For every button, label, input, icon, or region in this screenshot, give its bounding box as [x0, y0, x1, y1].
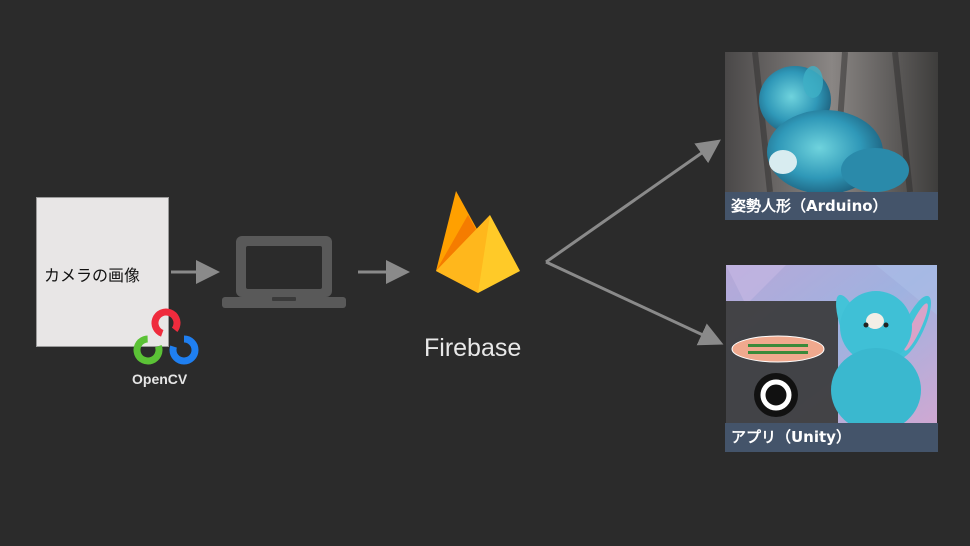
camera-image-label: カメラの画像: [44, 266, 141, 285]
app-caption: アプリ（Unity）: [725, 423, 938, 452]
firebase-logo-icon: [436, 191, 520, 293]
posture-doll-photo: [725, 52, 938, 192]
posture-doll-caption: 姿勢人形（Arduino）: [725, 192, 938, 220]
arrow-firebase-to-app: [545, 260, 724, 346]
opencv-logo-icon: [133, 308, 199, 365]
arrow-firebase-to-doll: [545, 139, 721, 264]
app-screenshot: [726, 265, 937, 423]
firebase-label: Firebase: [424, 334, 522, 362]
laptop-icon: [222, 236, 346, 308]
opencv-label: OpenCV: [132, 371, 188, 387]
camera-image-box: [36, 197, 169, 347]
